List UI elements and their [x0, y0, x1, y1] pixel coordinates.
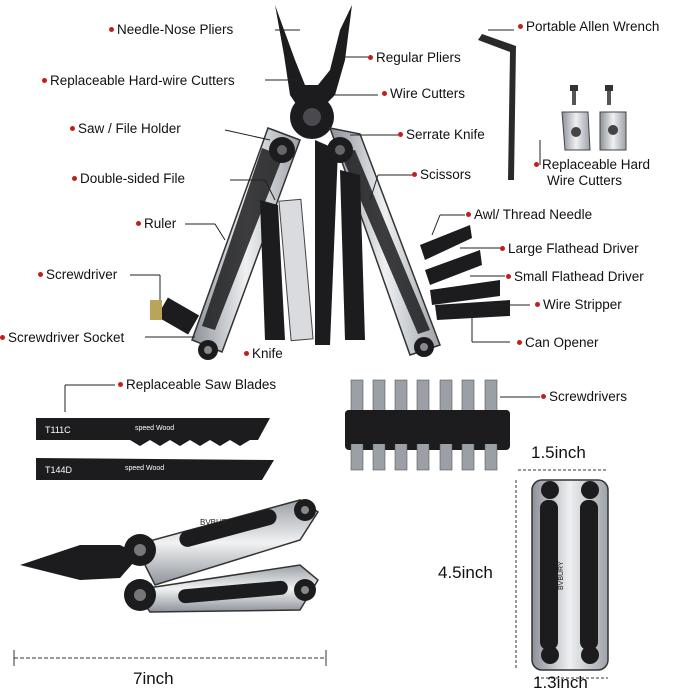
bullet-dot	[368, 54, 373, 60]
bullet-dot	[38, 271, 43, 277]
label-knife: Knife	[244, 346, 283, 362]
saw-blades: T111C speed Wood T144D speed Wood	[36, 418, 274, 480]
closed-multitool-front: BVBURY	[531, 479, 609, 671]
label-wire-stripper: Wire Stripper	[535, 297, 622, 313]
replaceable-cutters-parts	[561, 85, 627, 151]
dimension-lines	[13, 469, 608, 679]
blade1-brand: speed Wood	[135, 425, 174, 432]
bullet-dot	[244, 350, 249, 356]
label-wire-cutters: Wire Cutters	[382, 86, 465, 102]
label-large-flathead-driver: Large Flathead Driver	[500, 241, 639, 257]
bullet-dot	[412, 171, 417, 177]
bullet-dot	[506, 273, 511, 279]
label-replaceable-hard-wire-cutters-parts: Replaceable Hard	[534, 157, 650, 173]
label-replaceable-hard-wire-cutters: Replaceable Hard-wire Cutters	[42, 73, 235, 89]
label-regular-pliers: Regular Pliers	[368, 50, 461, 66]
bullet-dot	[518, 23, 523, 29]
bullet-dot	[109, 26, 114, 32]
dimension-length: 7inch	[133, 669, 174, 688]
closed-multitool-side: BVBURY	[20, 499, 320, 613]
bullet-dot	[517, 339, 522, 345]
blade2-model: T144D	[45, 465, 73, 475]
bullet-dot	[70, 125, 75, 131]
label-replaceable-saw-blades: Replaceable Saw Blades	[118, 377, 276, 393]
label-scissors: Scissors	[412, 167, 471, 183]
allen-wrench	[478, 34, 516, 180]
label-portable-allen-wrench: Portable Allen Wrench	[518, 19, 659, 35]
brand-side: BVBURY	[200, 518, 233, 527]
label-awl-thread-needle: Awl/ Thread Needle	[466, 207, 592, 223]
label-serrate-knife: Serrate Knife	[398, 127, 485, 143]
label-can-opener: Can Opener	[517, 335, 599, 351]
label-screwdrivers: Screwdrivers	[541, 389, 627, 405]
plier-jaws	[275, 5, 352, 110]
bullet-dot	[541, 393, 546, 399]
bullet-dot	[398, 131, 403, 137]
bullet-dot	[534, 161, 539, 167]
screwdriver-bits	[345, 379, 510, 471]
bullet-dot	[118, 381, 123, 387]
label-double-sided-file: Double-sided File	[72, 171, 185, 187]
label-small-flathead-driver: Small Flathead Driver	[506, 269, 644, 285]
label-needle-nose-pliers: Needle-Nose Pliers	[109, 22, 233, 38]
blade2-brand: speed Wood	[125, 465, 164, 472]
blade1-model: T111C	[45, 425, 71, 435]
label-ruler: Ruler	[136, 216, 176, 232]
dimension-width-bottom: 1.3inch	[533, 673, 588, 692]
bullet-dot	[0, 334, 5, 340]
bullet-dot	[382, 90, 387, 96]
brand-front: BVBURY	[558, 561, 565, 590]
bullet-dot	[535, 301, 540, 307]
dimension-width-top: 1.5inch	[531, 443, 586, 462]
label-replaceable-hard-wire-cutters-parts-line2: Wire Cutters	[547, 173, 623, 188]
label-screwdriver-socket: Screwdriver Socket	[0, 330, 124, 346]
main-multitool	[150, 5, 510, 360]
leader-lines	[64, 29, 541, 412]
bullet-dot	[136, 220, 141, 226]
label-saw-file-holder: Saw / File Holder	[70, 121, 181, 137]
bullet-dot	[42, 77, 47, 83]
bullet-dot	[466, 211, 471, 217]
bullet-dot	[72, 175, 77, 181]
bullet-dot	[500, 245, 505, 251]
label-screwdriver: Screwdriver	[38, 267, 117, 283]
dimension-height: 4.5inch	[438, 563, 493, 582]
